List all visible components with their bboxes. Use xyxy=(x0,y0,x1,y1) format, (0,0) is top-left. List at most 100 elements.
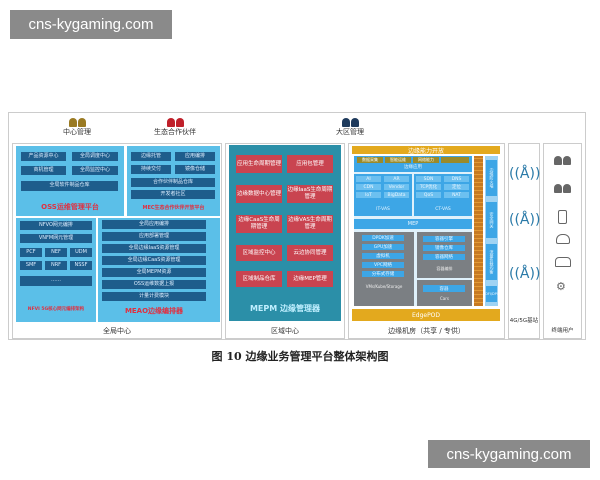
caas-item: 容器引擎 xyxy=(423,236,465,242)
itvas-title: IT-VAS xyxy=(376,207,390,212)
meao-panel: 全局应用编排 应用部署管理 全局边缘IaaS资源管理 全局边缘CaaS资源管理 … xyxy=(98,218,220,322)
people-icon xyxy=(150,118,200,127)
cars-title: Cars xyxy=(440,296,449,301)
itvas-item: CDN xyxy=(356,184,381,190)
region-center-label: 区域中心 xyxy=(271,327,299,335)
meao-item: 应用部署管理 xyxy=(102,232,206,241)
mec-item: 开发者社区 xyxy=(131,190,215,199)
antenna-icon: ((Å)) xyxy=(509,212,541,228)
ctvas-item: 定位 xyxy=(444,184,469,190)
mepm-item: 应用生命周期管理 xyxy=(236,155,282,173)
mepm-item: 边缘数据中心管理 xyxy=(236,185,282,203)
nfvi-item: NFVO网元编排 xyxy=(20,221,92,230)
terminal-column: ⚙ 终端用户 xyxy=(543,143,582,339)
mec-partner-panel: 边缘托管 应用编排 持续交付 镜像仓储 合作伙伴制品仓库 开发者社区 MEC生态… xyxy=(127,146,220,216)
edge-app: 网络能力 xyxy=(413,157,439,163)
oss-item: 全局调度中心 xyxy=(72,152,118,161)
mec-item: 持续交付 xyxy=(131,165,171,174)
caas-item: 容器网络 xyxy=(423,254,465,260)
mepm-item: 区域监控中心 xyxy=(236,245,282,261)
it-vas: AI AR CDN Vendor IoT BigData IT-VAS xyxy=(354,174,412,216)
vr-headset-icon xyxy=(556,234,570,244)
meao-item: 全局边缘IaaS资源管理 xyxy=(102,244,206,253)
watermark-bottom: cns-kygaming.com xyxy=(428,440,590,468)
car-icon xyxy=(555,257,571,267)
oss-item: 产品资源中心 xyxy=(21,152,66,161)
caas-item: 镜像仓库 xyxy=(423,245,465,251)
people-icon xyxy=(60,118,94,127)
oss-item: 全局监控中心 xyxy=(72,166,118,175)
antenna-icon: ((Å)) xyxy=(509,166,541,182)
itvas-item: AR xyxy=(384,176,409,182)
iaas-item: VPC网络 xyxy=(362,262,404,268)
users-icon xyxy=(544,184,581,193)
partner-label: 生态合作伙伴 xyxy=(154,128,196,136)
iaas-title: VMs/Kube/Storage xyxy=(365,284,403,289)
iaas-item: 分布式存储 xyxy=(362,271,404,277)
iaas-item: GPU加速 xyxy=(362,244,404,250)
cars-item: 容器 xyxy=(423,285,465,292)
nfvi-title: NFVI 5G核心网元编排架构 xyxy=(27,307,85,312)
users-icon xyxy=(544,156,581,165)
ctvas-item: DNS xyxy=(444,176,469,182)
caas-title: 容器编排 xyxy=(436,266,453,271)
mepm-item: 应用包管理 xyxy=(287,155,333,173)
itvas-item: IoT xyxy=(356,192,381,198)
nfvi-item: NEF xyxy=(45,248,67,257)
nfvi-item: NRF xyxy=(45,261,67,270)
nfvi-panel: NFVO网元编排 VNFM网元管理 PCF NEF UDM SMF NRF NS… xyxy=(16,218,96,322)
mepm-item: 边缘IaaS生命周期管理 xyxy=(287,185,333,203)
meao-item: 全局MEPM资源 xyxy=(102,268,206,277)
nfvi-item: NSSF xyxy=(70,261,92,270)
mec-item: 镜像仓储 xyxy=(175,165,215,174)
ctvas-item: SDN xyxy=(416,176,441,182)
center-mgmt-label: 中心管理 xyxy=(63,128,91,136)
antenna-icon: ((Å)) xyxy=(509,266,541,282)
people-icon xyxy=(330,118,370,127)
mepm-item: 云边协同管理 xyxy=(287,245,333,261)
ct-vas: SDN DNS TCP优化 定位 QoS NAT CT-VAS xyxy=(414,174,472,216)
mec-title: MEC生态合作伙伴开放平台 xyxy=(142,205,205,211)
meao-item: 计量计费模块 xyxy=(102,292,206,301)
itvas-item: AI xyxy=(356,176,381,182)
edge-app xyxy=(441,157,469,163)
partner: 生态合作伙伴 xyxy=(150,118,200,137)
nfvi-item: …… xyxy=(20,276,92,286)
dpi-item: DFI/DPI xyxy=(485,286,498,302)
edge-capability-bar: 边缘能力开放 xyxy=(352,146,500,155)
ctvas-item: NAT xyxy=(444,192,469,198)
ctvas-item: TCP优化 xyxy=(416,184,441,190)
mepm-item: 边缘CaaS生命周期管理 xyxy=(236,215,282,233)
edge-apps: 数据采集 智能运维 网络能力 边缘应用 xyxy=(354,156,472,172)
watermark-top: cns-kygaming.com xyxy=(10,10,172,39)
ctvas-item: QoS xyxy=(416,192,441,198)
caas-panel: 容器引擎 镜像仓库 容器网络 容器编排 xyxy=(417,232,472,278)
nfvi-item: UDM xyxy=(70,248,92,257)
mec-item: 边缘托管 xyxy=(131,152,171,161)
figure-caption: 图 10 边缘业务管理平台整体架构图 xyxy=(211,350,389,363)
mec-item: 合作伙伴制品仓库 xyxy=(131,178,215,187)
oss-item: 商机管理 xyxy=(21,166,66,175)
phone-icon xyxy=(558,210,567,224)
nfvi-item: SMF xyxy=(20,261,42,270)
mepm-item: 边缘MEP管理 xyxy=(287,271,333,287)
mepm-item: 区域制品仓库 xyxy=(236,271,282,287)
robot-arm-icon: ⚙ xyxy=(556,280,566,293)
mepm-panel: 应用生命周期管理 应用包管理 边缘数据中心管理 边缘IaaS生命周期管理 边缘C… xyxy=(229,145,341,321)
region-mgmt-label: 大区管理 xyxy=(336,128,364,136)
oss-panel: 产品资源中心 全局调度中心 商机管理 全局监控中心 全局软件制品仓库 OSS运维… xyxy=(16,146,124,216)
mep-bar: MEP xyxy=(354,219,472,229)
center-mgmt: 中心管理 xyxy=(60,118,94,137)
cars-panel: 容器 Cars xyxy=(417,280,472,306)
iaas-item: DPDK加速 xyxy=(362,235,404,241)
edge-stack: 数据采集 智能运维 网络能力 边缘应用 AI AR CDN Vendor IoT… xyxy=(354,156,472,306)
terminal-label: 终端用户 xyxy=(551,328,574,334)
base-station-label: 4G/5G基站 xyxy=(509,318,539,324)
edge-apps-label: 边缘应用 xyxy=(404,165,422,170)
nfvi-item: PCF xyxy=(20,248,42,257)
side-item: 安全网关 xyxy=(486,202,497,238)
iaas-panel: DPDK加速 GPU加速 虚拟机 VPC网络 分布式存储 VMs/Kube/St… xyxy=(354,232,414,306)
region-mgmt: 大区管理 xyxy=(330,118,370,137)
mepm-title: MEPM 边缘管理器 xyxy=(249,304,321,313)
side-item: 边缘防火墙 xyxy=(486,160,497,196)
